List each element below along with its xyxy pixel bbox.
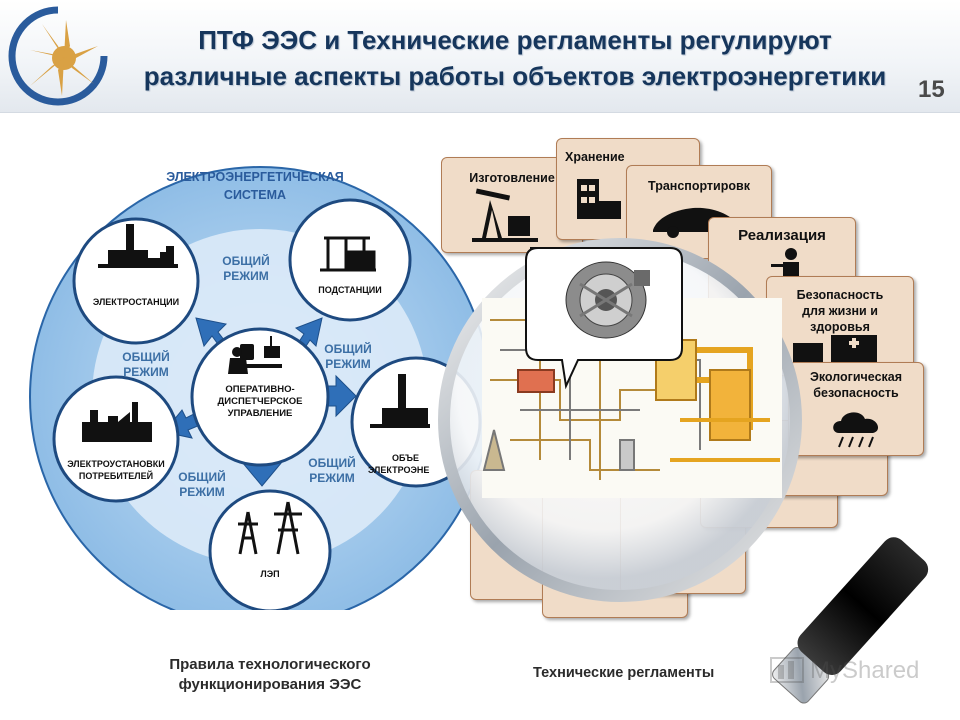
- magnifier-handle: [772, 537, 929, 704]
- power-system-diagram: [29, 166, 491, 610]
- objects-label-line1: ОБЪЕ: [392, 453, 419, 463]
- generator-icon: [565, 261, 650, 339]
- objects-label-line2: ЭЛЕКТРОЭНЕ: [368, 465, 430, 475]
- plant-chimney-icon: [370, 374, 430, 428]
- regime-label-bottom-left: ОБЩИЙ РЕЖИМ: [162, 470, 242, 500]
- dispatcher-icon: [228, 336, 282, 374]
- regime-left-line2: РЕЖИМ: [123, 365, 169, 379]
- dispatch-label-line1: ОПЕРАТИВНО-: [225, 384, 295, 395]
- factory-icon: [82, 402, 152, 442]
- regime-left-line1: ОБЩИЙ: [122, 350, 170, 364]
- power-plants-node: [72, 217, 200, 345]
- card-safety-label: Безопасность для жизни и здоровья: [771, 287, 909, 335]
- sun-logo-icon: [8, 6, 108, 106]
- dispatch-label: ОПЕРАТИВНО- ДИСПЕТЧЕРСКОЕ УПРАВЛЕНИЕ: [190, 384, 330, 420]
- oil-pump-icon: [472, 188, 538, 242]
- slide-title: ПТФ ЭЭС и Технические регламенты регулир…: [120, 22, 910, 94]
- card-storage-label: Хранение: [565, 150, 625, 164]
- slide-title-line2: различные аспекты работы объектов электр…: [143, 61, 887, 91]
- consumers-label-line2: ПОТРЕБИТЕЛЕЙ: [78, 471, 154, 481]
- regime-right-line2: РЕЖИМ: [325, 357, 371, 371]
- substations-label: ПОДСТАНЦИИ: [318, 285, 382, 295]
- power-lines-label: ЛЭП: [260, 569, 280, 579]
- dispatch-node: [190, 327, 330, 467]
- consumers-label: ЭЛЕКТРОУСТАНОВКИ ПОТРЕБИТЕЛЕЙ: [54, 458, 178, 482]
- card-manufacturing-label: Изготовление: [469, 171, 555, 185]
- card-ecology-line1: Экологическая: [809, 370, 903, 384]
- hospital-icon: [793, 335, 877, 363]
- card-ecology: Экологическая безопасность: [788, 362, 924, 456]
- system-heading: ЭЛЕКТРОЭНЕРГЕТИЧЕСКАЯ СИСТЕМА: [150, 168, 360, 204]
- regime-bottom-right-line2: РЕЖИМ: [309, 471, 355, 485]
- regime-top-line1: ОБЩИЙ: [222, 254, 270, 268]
- slide-title-line1: ПТФ ЭЭС и Технические регламенты регулир…: [198, 25, 832, 55]
- substation-icon: [320, 236, 376, 272]
- regime-label-bottom-right: ОБЩИЙ РЕЖИМ: [292, 456, 372, 486]
- regime-label-top: ОБЩИЙ РЕЖИМ: [206, 254, 286, 284]
- consumers-label-line1: ЭЛЕКТРОУСТАНОВКИ: [67, 459, 165, 469]
- card-safety-line3: здоровья: [810, 320, 870, 334]
- dispatch-label-line3: УПРАВЛЕНИЕ: [227, 408, 293, 419]
- system-heading-line1: ЭЛЕКТРОЭНЕРГЕТИЧЕСКАЯ: [166, 170, 344, 184]
- regime-bottom-left-line1: ОБЩИЙ: [178, 470, 226, 484]
- regime-bottom-right-line1: ОБЩИЙ: [308, 456, 356, 470]
- regime-label-right: ОБЩИЙ РЕЖИМ: [308, 342, 388, 372]
- slides-watermark-icon: [770, 657, 804, 683]
- caption-rules-line1: Правила технологического: [169, 656, 371, 673]
- slide-number: 15: [918, 76, 945, 103]
- power-plant-icon: [98, 224, 178, 268]
- objects-label: ОБЪЕ ЭЛЕКТРОЭНЕ: [368, 452, 446, 476]
- slide-header: ПТФ ЭЭС и Технические регламенты регулир…: [0, 0, 960, 113]
- warehouse-icon: [577, 179, 621, 219]
- power-lines-node: [208, 489, 332, 610]
- card-transport-label: Транспортировк: [648, 179, 750, 193]
- generator-bubble: [525, 247, 683, 390]
- watermark-text: MyShared: [810, 657, 920, 684]
- regime-right-line1: ОБЩИЙ: [324, 342, 372, 356]
- regime-top-line2: РЕЖИМ: [223, 269, 269, 283]
- power-plants-label: ЭЛЕКТРОСТАНЦИИ: [92, 297, 180, 307]
- dispatch-label-line2: ДИСПЕТЧЕРСКОЕ: [217, 396, 303, 407]
- card-sales-label: Реализация: [738, 227, 826, 244]
- caption-regulations: Технические регламенты: [533, 665, 715, 681]
- regime-label-left: ОБЩИЙ РЕЖИМ: [106, 350, 186, 380]
- system-heading-line2: СИСТЕМА: [223, 188, 287, 202]
- card-safety-line2: для жизни и: [802, 304, 878, 318]
- card-ecology-line2: безопасность: [813, 386, 899, 400]
- acid-rain-icon: [833, 412, 879, 448]
- regime-bottom-left-line2: РЕЖИМ: [179, 485, 225, 499]
- caption-rules: Правила технологического функционировани…: [120, 655, 420, 695]
- card-ecology-label: Экологическая безопасность: [791, 369, 921, 401]
- card-safety-line1: Безопасность: [796, 288, 884, 302]
- transmission-tower-icon: [238, 501, 302, 555]
- magnifying-glass: [438, 238, 929, 704]
- watermark: MyShared: [770, 655, 950, 695]
- caption-rules-line2: функционирования ЭЭС: [178, 676, 362, 693]
